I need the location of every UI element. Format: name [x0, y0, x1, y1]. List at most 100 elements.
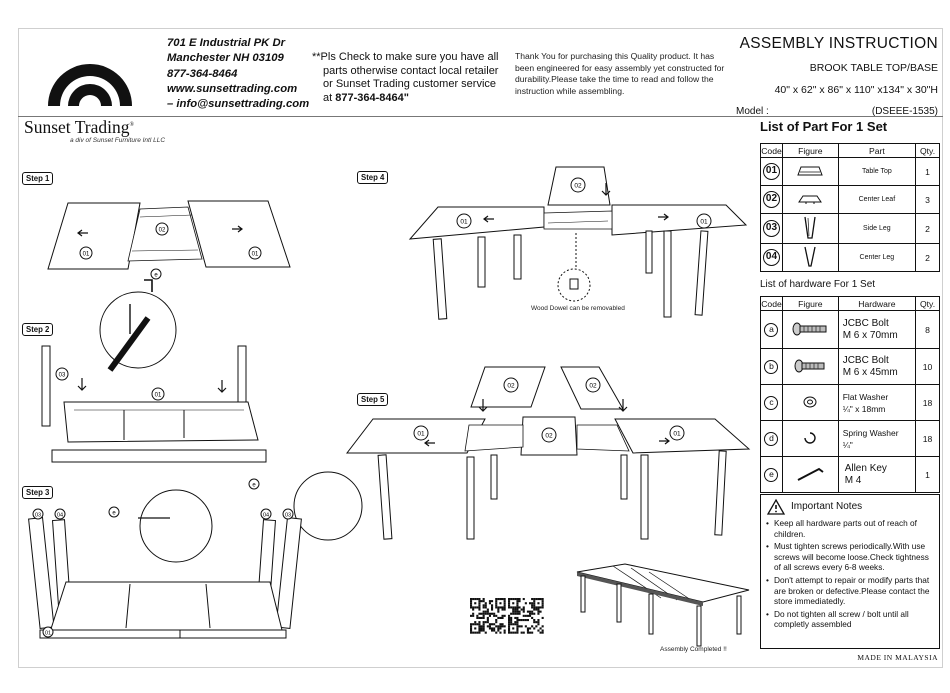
qr-module [529, 612, 532, 615]
parts-table: Code Figure Part Qty. 01 Table Top 1 02 … [760, 143, 940, 272]
part-code: 01 [762, 163, 780, 180]
svg-text:02: 02 [507, 383, 515, 390]
address-street: 701 E Industrial PK Dr [167, 37, 286, 49]
qr-module [495, 614, 498, 617]
qr-module [495, 631, 498, 634]
qr-module [478, 608, 481, 611]
qr-module [539, 606, 542, 609]
qr-module [493, 612, 496, 615]
qr-module [510, 619, 513, 622]
svg-text:04: 04 [57, 513, 63, 519]
qr-module [482, 612, 485, 615]
qr-module [497, 598, 500, 601]
qr-module [516, 616, 519, 619]
qr-module [516, 608, 519, 611]
center-leg-icon [804, 246, 816, 267]
thank-you-text: Thank You for purchasing this Quality pr… [515, 51, 725, 96]
qr-module [537, 602, 540, 605]
qr-module [497, 610, 500, 613]
hardware-header-figure: Figure [781, 296, 839, 311]
qr-module [541, 616, 544, 619]
hardware-code: e [764, 467, 779, 482]
qr-module [501, 598, 504, 601]
qr-module [470, 606, 473, 609]
allen-key-icon [797, 467, 824, 481]
qr-code[interactable] [470, 590, 546, 646]
qr-module [526, 614, 529, 617]
qr-module [510, 606, 513, 609]
svg-text:e: e [252, 483, 256, 489]
qr-module [493, 614, 496, 617]
qr-module [478, 627, 481, 630]
qr-module [516, 621, 519, 624]
qr-module [508, 627, 511, 630]
qr-module [470, 625, 473, 628]
qr-module [539, 610, 542, 613]
qr-module [501, 608, 504, 611]
qr-module [529, 610, 532, 613]
center-leaf-icon [798, 195, 823, 204]
qr-module [508, 614, 511, 617]
qr-module [495, 604, 498, 607]
step-4-illustration: 02 01 01 [408, 166, 748, 320]
qr-module [482, 616, 485, 619]
warning-icon [766, 498, 786, 515]
qr-module [497, 625, 500, 628]
qr-module [476, 598, 479, 601]
qr-module [531, 625, 534, 628]
product-dimensions: 40" x 62" x 86" x 110" x134" x 30"H [774, 84, 938, 96]
qr-module [516, 610, 519, 613]
qr-module [495, 606, 498, 609]
qr-module [531, 602, 534, 605]
parts-header-figure: Figure [781, 143, 839, 158]
qr-module [470, 598, 473, 601]
qr-module [518, 612, 521, 615]
qr-module [535, 621, 538, 624]
qr-module [480, 625, 483, 628]
step-3-illustration: e 03 04 04 03 01 e [28, 471, 363, 639]
qr-module [478, 616, 481, 619]
qr-module [522, 606, 525, 609]
qr-module [495, 621, 498, 624]
qr-module [508, 598, 511, 601]
qr-module [501, 614, 504, 617]
product-name: BROOK TABLE TOP/BASE [809, 62, 938, 74]
hardware-name: JCBC Bolt [842, 317, 889, 329]
hardware-header-hardware: Hardware [837, 296, 917, 311]
svg-text:01: 01 [45, 631, 51, 637]
long-bolt-icon [792, 322, 827, 335]
qr-module [526, 631, 529, 634]
qr-module [480, 616, 483, 619]
step-1-illustration: 02 01 01 [47, 200, 291, 270]
qr-module [512, 610, 515, 613]
qr-module [541, 625, 544, 628]
made-in-label: MADE IN MALAYSIA [857, 653, 938, 662]
qr-module [503, 604, 506, 607]
model-label: Model : [736, 106, 769, 117]
svg-text:01: 01 [417, 431, 425, 438]
qr-module [480, 600, 483, 603]
qr-module [470, 604, 473, 607]
qr-module [533, 606, 536, 609]
qr-module [499, 598, 502, 601]
qr-module [470, 614, 473, 617]
hardware-code: b [764, 359, 779, 374]
qr-module [514, 631, 517, 634]
hardware-size: ¼" x 18mm [842, 403, 886, 414]
part-name: Side Leg [837, 213, 917, 244]
part-qty: 2 [915, 243, 940, 272]
qr-module [516, 631, 519, 634]
qr-module [482, 627, 485, 630]
qr-module [533, 598, 536, 601]
qr-module [499, 623, 502, 626]
qr-module [529, 631, 532, 634]
qr-module [474, 623, 477, 626]
qr-module [533, 627, 536, 630]
sunset-logo-icon [48, 64, 132, 106]
address-city: Manchester NH 03109 [167, 52, 284, 65]
svg-text:01: 01 [673, 431, 681, 438]
qr-module [537, 598, 540, 601]
qr-module [503, 608, 506, 611]
address-email[interactable]: – info@sunsettrading.com [167, 98, 310, 111]
address-website[interactable]: www.sunsettrading.com [167, 82, 298, 95]
